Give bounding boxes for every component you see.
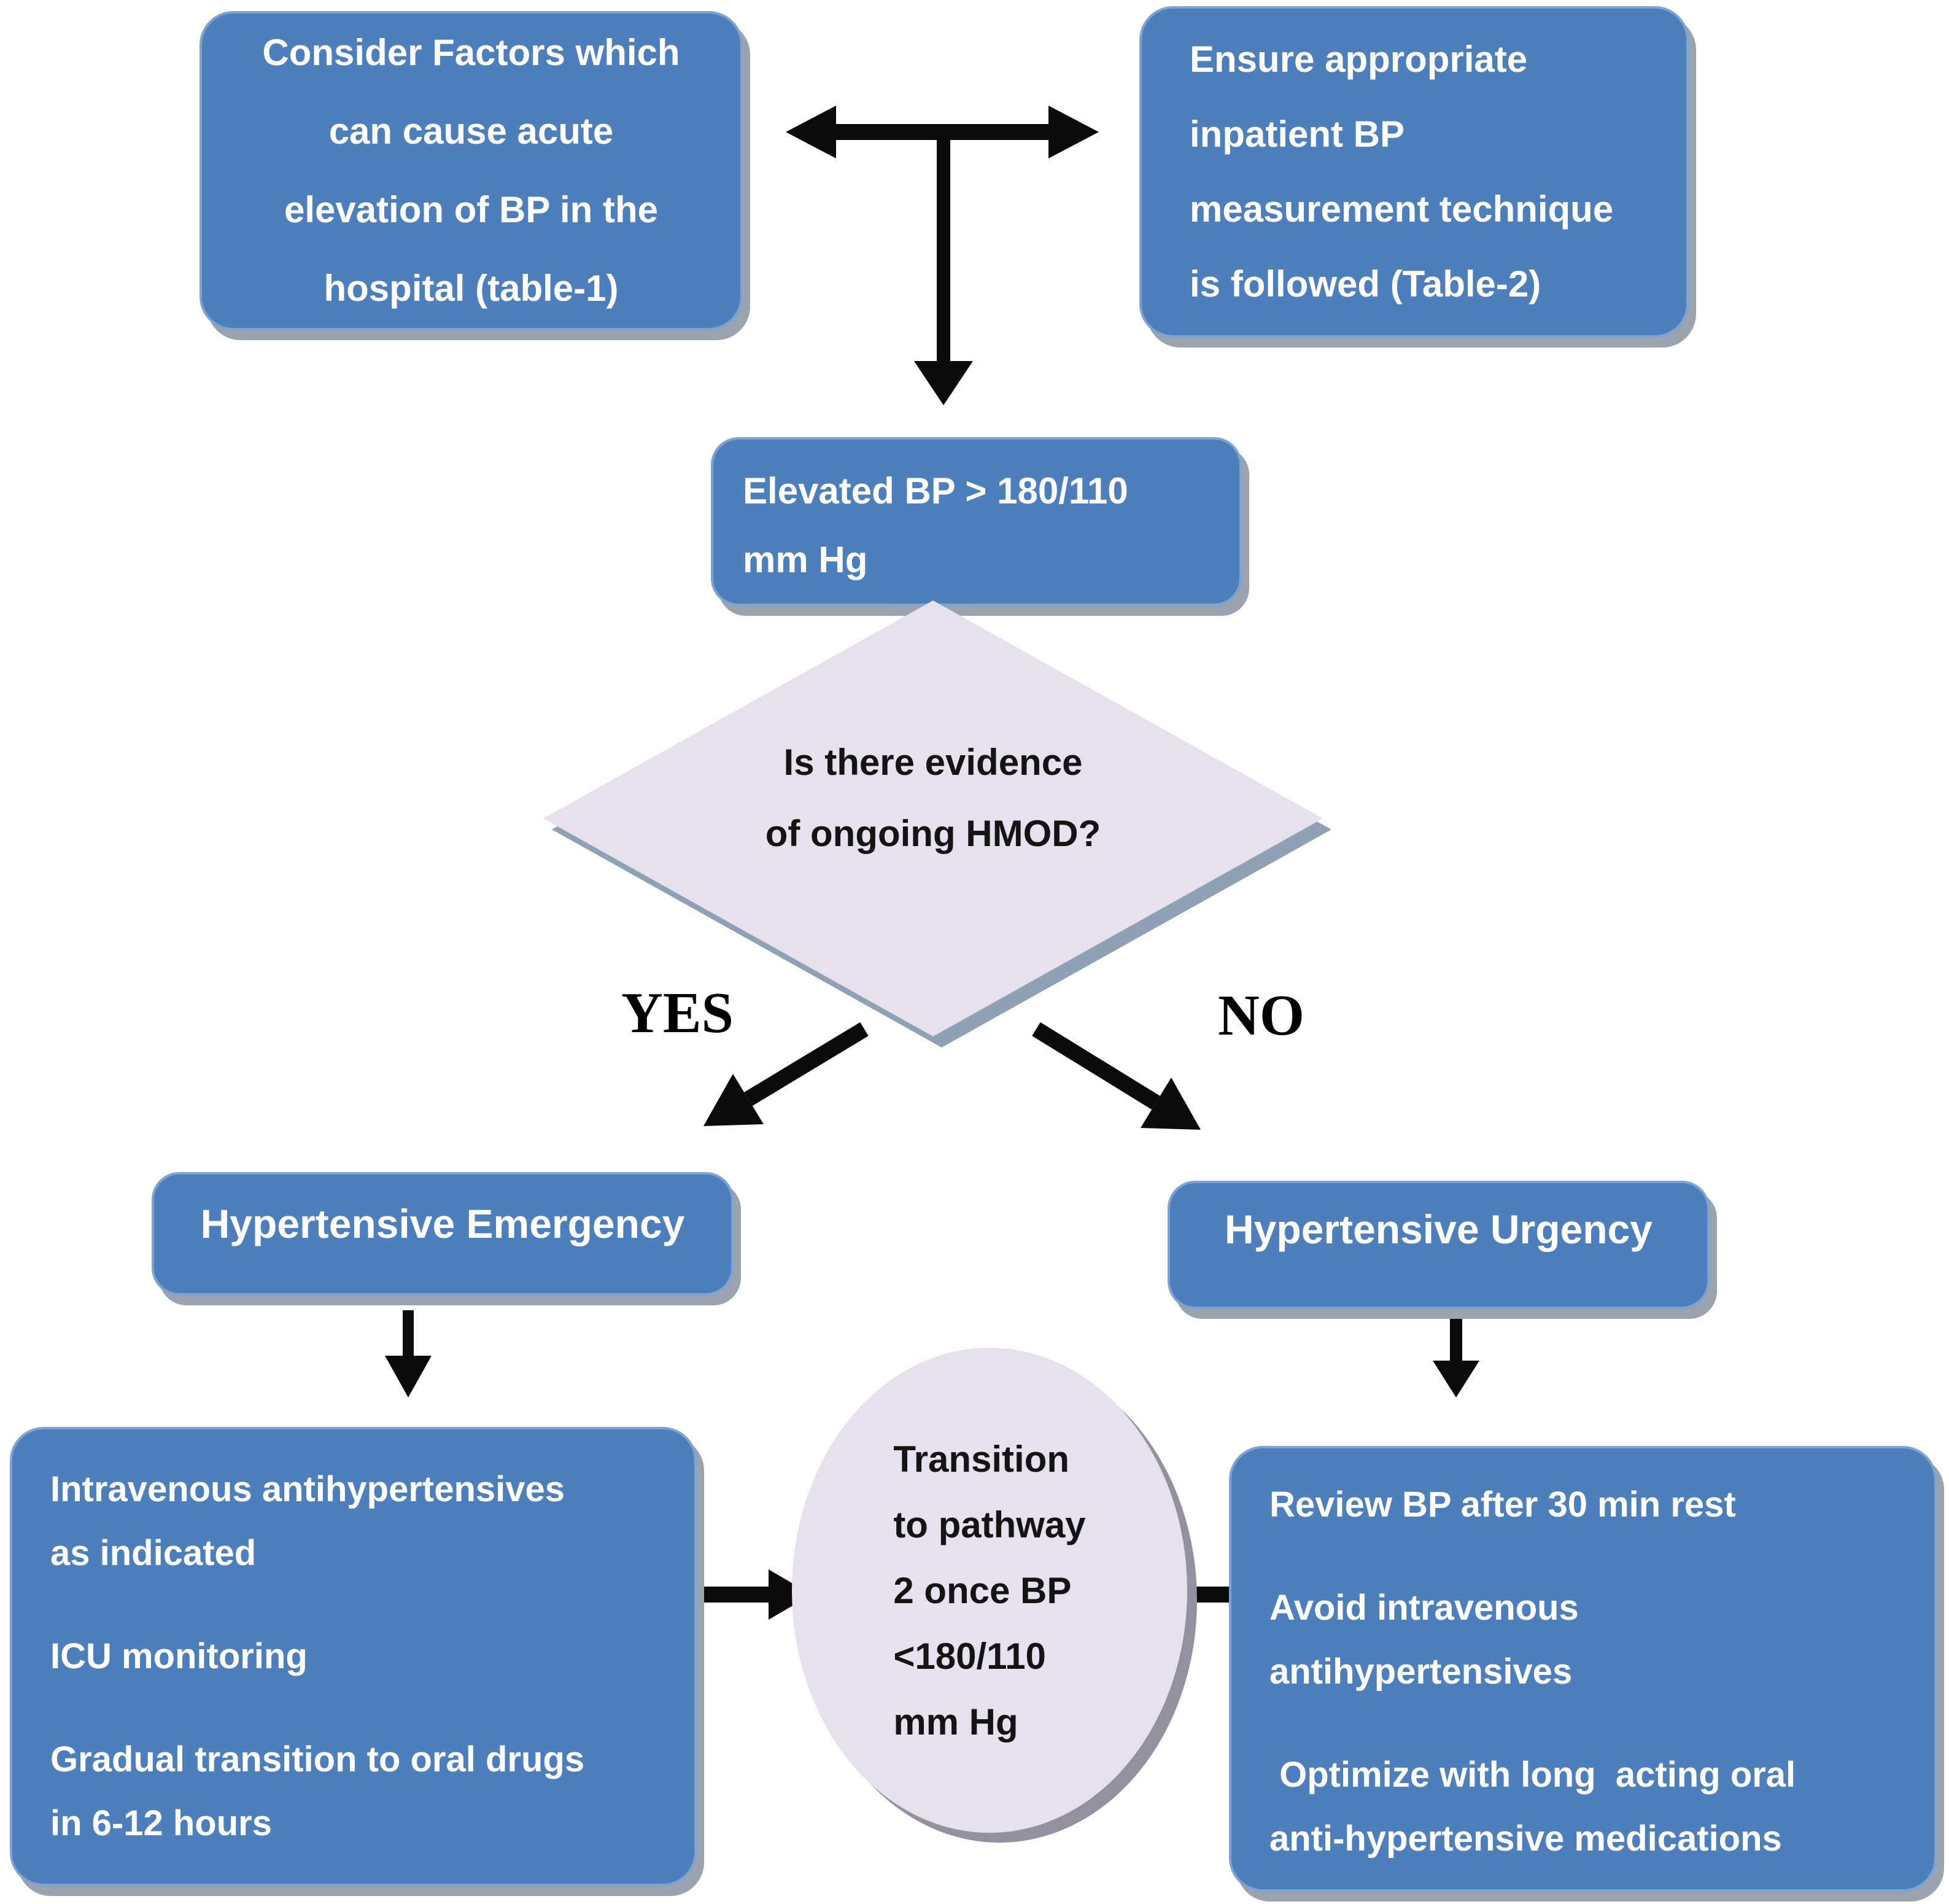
urgency-management-item: Avoid intravenous antihypertensives [1269, 1588, 1579, 1692]
consider-factors-box: Consider Factors which can cause acute e… [200, 11, 743, 330]
emergency-management-item: ICU monitoring [50, 1636, 308, 1676]
arrow-down-to-elevated-bp [914, 125, 973, 405]
transition-text: Transition to pathway 2 once BP <180/110… [893, 1438, 1086, 1743]
urgency-management-item: Optimize with long acting oral anti-hype… [1269, 1755, 1796, 1859]
hypertensive-urgency-text: Hypertensive Urgency [1225, 1206, 1653, 1252]
elevated-bp-text: Elevated BP > 180/110 mm Hg [743, 470, 1128, 580]
emergency-management-item: Gradual transition to oral drugs in 6-12… [50, 1739, 585, 1843]
arrow-no-branch [1032, 1022, 1201, 1130]
elevated-bp-box: Elevated BP > 180/110 mm Hg [711, 437, 1242, 606]
hypertensive-emergency-text: Hypertensive Emergency [200, 1200, 685, 1246]
urgency-management-item: Review BP after 30 min rest [1269, 1485, 1736, 1525]
hypertensive-urgency-box: Hypertensive Urgency [1168, 1181, 1710, 1309]
yes-label: YES [621, 981, 734, 1045]
emergency-management-box: Intravenous antihypertensives as indicat… [10, 1427, 697, 1886]
hmod-decision-diamond-shape: Is there evidence of ongoing HMOD? [543, 600, 1323, 1036]
hmod-decision-diamond: Is there evidence of ongoing HMOD? [543, 600, 1323, 1036]
hypertensive-emergency-box: Hypertensive Emergency [152, 1172, 734, 1296]
urgency-management-text: Review BP after 30 min rest Avoid intrav… [1269, 1473, 1796, 1871]
bp-measurement-text: Ensure appropriate inpatient BP measurem… [1190, 39, 1614, 305]
arrow-urgency-down [1433, 1318, 1479, 1397]
arrow-emergency-down [385, 1310, 432, 1397]
bp-measurement-box: Ensure appropriate inpatient BP measurem… [1139, 6, 1689, 338]
double-arrow-horizontal [786, 106, 1099, 158]
urgency-management-box: Review BP after 30 min rest Avoid intrav… [1229, 1446, 1937, 1892]
consider-factors-text: Consider Factors which can cause acute e… [262, 32, 680, 309]
emergency-management-item: Intravenous antihypertensives as indicat… [50, 1469, 565, 1573]
transition-ellipse: Transition to pathway 2 once BP <180/110… [792, 1348, 1187, 1833]
no-label: NO [1218, 984, 1304, 1047]
hmod-decision-text: Is there evidence of ongoing HMOD? [765, 742, 1101, 854]
emergency-management-text: Intravenous antihypertensives as indicat… [50, 1458, 584, 1855]
